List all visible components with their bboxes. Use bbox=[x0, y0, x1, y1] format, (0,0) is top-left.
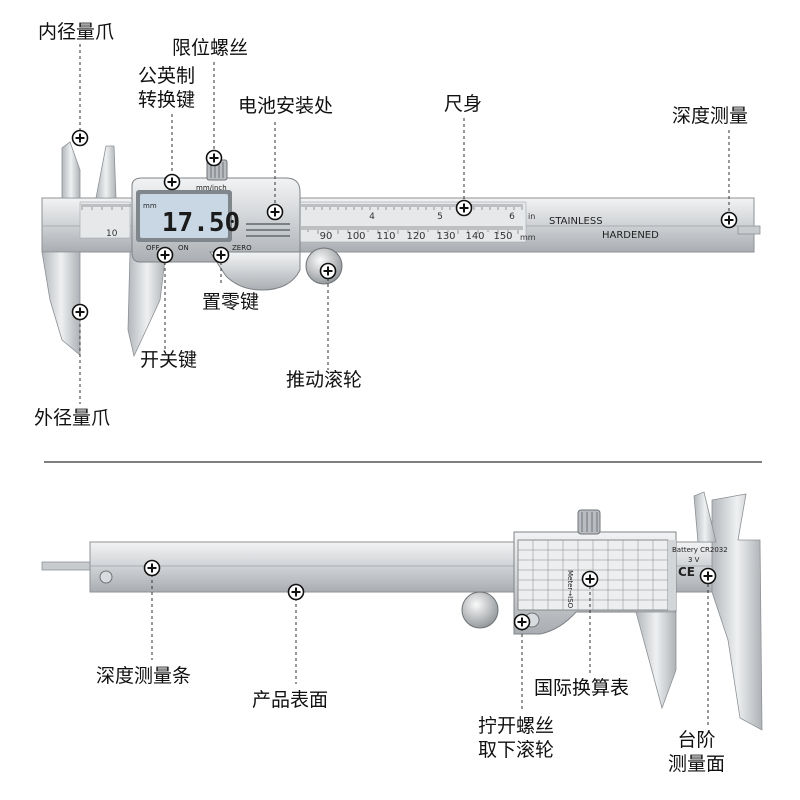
outer-jaw-moving bbox=[127, 251, 167, 358]
label-battery: 电池安装处 bbox=[238, 95, 334, 117]
scale-mm-130: 130 bbox=[436, 231, 455, 242]
label-step: 台阶 测量面 bbox=[668, 729, 726, 775]
label-limit-screw: 限位螺丝 bbox=[172, 37, 249, 59]
conversion-table-grid bbox=[517, 539, 669, 611]
marker-unscrew bbox=[513, 613, 531, 631]
label-power-key: 开关键 bbox=[140, 349, 198, 371]
scale-in-4: 4 bbox=[369, 212, 375, 222]
bottom-leader-lines bbox=[151, 574, 709, 726]
lcd-unit: mm bbox=[143, 202, 157, 210]
off-text: OFF bbox=[146, 244, 160, 252]
marker-zero-key bbox=[212, 246, 230, 264]
marker-depth bbox=[720, 211, 738, 229]
back-depth-rod bbox=[41, 561, 95, 571]
on-text: ON bbox=[178, 244, 189, 252]
back-knurl bbox=[577, 509, 601, 535]
battery-volt: 3 V bbox=[688, 556, 700, 564]
callout-markers bbox=[71, 129, 738, 631]
lcd-screen bbox=[140, 194, 228, 238]
scale-mm-90: 90 bbox=[320, 231, 333, 242]
marker-thumb-wheel bbox=[319, 262, 337, 280]
scale-in-6: 6 bbox=[509, 212, 515, 222]
top-caliper: 90 100 110 120 130 140 150 4 5 6 in mm S… bbox=[41, 141, 761, 358]
inner-jaw-moving bbox=[95, 145, 117, 199]
marker-unit-switch bbox=[163, 173, 181, 191]
scale-mm-120: 120 bbox=[406, 231, 425, 242]
ce-mark: CE bbox=[678, 565, 695, 579]
battery-grooves bbox=[246, 223, 290, 237]
back-jaw-fixed bbox=[711, 493, 763, 731]
bottom-caliper: Meter→ISO Battery CR2032 3 V CE bbox=[41, 491, 763, 731]
zero-text: ZERO bbox=[232, 244, 252, 252]
label-surface: 产品表面 bbox=[252, 689, 329, 711]
label-inner-jaw: 内径量爪 bbox=[38, 21, 115, 43]
mm-label: mm bbox=[520, 233, 536, 242]
top-leader-lines bbox=[79, 44, 730, 404]
left-scale-ticks bbox=[81, 204, 131, 210]
scale-mm-150: 150 bbox=[493, 231, 512, 242]
label-thumb-wheel: 推动滚轮 bbox=[286, 369, 363, 391]
in-label: in bbox=[528, 212, 535, 221]
label-depth-rod: 深度测量条 bbox=[96, 665, 192, 687]
back-wheel bbox=[461, 591, 499, 629]
marker-depth-rod bbox=[143, 559, 161, 577]
marker-battery bbox=[266, 203, 284, 221]
stainless-text: STAINLESS bbox=[549, 216, 603, 227]
back-table-title: Meter→ISO bbox=[566, 570, 574, 609]
label-zero-key: 置零键 bbox=[202, 291, 260, 313]
scale-mm-100: 100 bbox=[346, 231, 365, 242]
marker-outer-jaw bbox=[71, 303, 89, 321]
battery-spec: Battery CR2032 bbox=[672, 546, 728, 554]
back-inner-jaw bbox=[693, 491, 717, 543]
scale-in-5: 5 bbox=[437, 212, 443, 222]
label-depth: 深度测量 bbox=[672, 105, 749, 127]
marker-power-key bbox=[156, 246, 174, 264]
lcd-reading: 17.50 bbox=[162, 208, 240, 238]
label-unscrew: 拧开螺丝 取下滚轮 bbox=[478, 715, 555, 761]
inner-jaw-fixed bbox=[61, 141, 81, 199]
scale-numbers-in: 4 5 6 bbox=[369, 212, 515, 222]
label-conversion-table: 国际换算表 bbox=[534, 677, 630, 699]
thumb-rest bbox=[209, 251, 301, 291]
marker-step bbox=[699, 567, 717, 585]
outer-jaw-fixed bbox=[41, 251, 81, 356]
label-ruler-body: 尺身 bbox=[444, 93, 483, 115]
label-outer-jaw: 外径量爪 bbox=[34, 407, 111, 429]
scale-numbers-mm: 90 100 110 120 130 140 150 bbox=[320, 231, 513, 242]
scale-mm-110: 110 bbox=[376, 231, 395, 242]
left-scale-10: 10 bbox=[106, 229, 118, 239]
hardened-text: HARDENED bbox=[602, 230, 659, 241]
depth-rod-tip bbox=[737, 225, 761, 235]
back-jaw-moving bbox=[635, 611, 677, 710]
marker-limit-screw bbox=[205, 149, 223, 167]
label-unit-switch: 公英制 转换键 bbox=[138, 65, 196, 111]
scale-mm-140: 140 bbox=[465, 231, 484, 242]
marker-conversion-table bbox=[581, 570, 599, 588]
marker-inner-jaw bbox=[71, 129, 89, 147]
marker-surface bbox=[287, 583, 305, 601]
unit-key-text: mm/inch bbox=[196, 184, 227, 192]
marker-ruler-body bbox=[455, 199, 473, 217]
back-screw bbox=[99, 570, 113, 584]
